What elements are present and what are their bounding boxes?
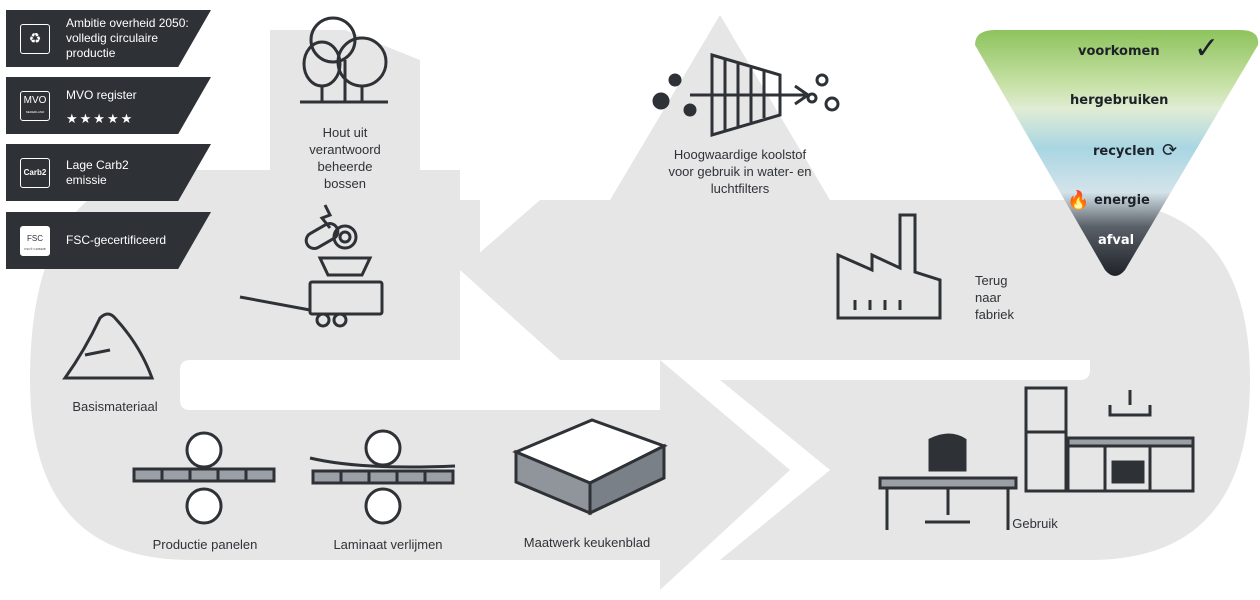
mvo-logo: MVO NEDERLAND: [20, 91, 50, 121]
recycle-icon: ♻: [20, 24, 50, 54]
hierarchy-energie: energie: [1094, 193, 1150, 208]
hierarchy-voorkomen: voorkomen: [1078, 44, 1160, 59]
maatwerk-label: Maatwerk keukenblad: [523, 535, 651, 550]
badge-text: Lage Carb2 emissie: [66, 158, 129, 187]
hierarchy-afval: afval: [1098, 233, 1135, 248]
carb2-logo: Carb2: [20, 158, 50, 188]
desk-icon: [878, 433, 1018, 530]
flame-icon: 🔥: [1067, 190, 1090, 210]
wood-chipper-icon: [239, 204, 384, 328]
badge-text: Ambitie overheid 2050: volledig circulai…: [66, 16, 189, 60]
badge-text: MVO register: [66, 88, 137, 102]
panel-press-icon: [132, 431, 276, 525]
laminaat-label: Laminaat verlijmen: [333, 537, 443, 552]
panelen-label: Productie panelen: [152, 537, 258, 552]
terug-label: Terug naar fabriek: [975, 273, 1015, 322]
carb2-logo-text: Carb2: [23, 168, 47, 177]
star-rating: ★★★★★: [66, 111, 135, 126]
trees-icon: [300, 16, 388, 104]
carbon-filter-icon: [652, 52, 840, 138]
badge-mvo: MVO NEDERLAND MVO register ★★★★★: [6, 77, 211, 134]
checkmark-icon: ✓: [1194, 32, 1220, 65]
factory-icon: [836, 213, 942, 320]
recycle-icon: ⟳: [1162, 140, 1178, 160]
fsc-logo-sub: FSC® C106328: [24, 247, 46, 251]
laminate-press-icon: [309, 429, 456, 525]
hout-label: Hout uit verantwoord beheerde bossen: [309, 125, 381, 191]
hierarchy-recyclen: recyclen: [1093, 144, 1155, 159]
countertop-icon: [512, 418, 668, 516]
mvo-logo-text: MVO: [23, 95, 47, 106]
kitchen-icon: [1024, 386, 1195, 493]
material-pile-icon: [62, 312, 155, 380]
koolstof-label: Hoogwaardige koolstof voor gebruik in wa…: [668, 147, 812, 196]
badge-fsc: FSC FSC® C106328 FSC-gecertificeerd: [6, 212, 211, 269]
fsc-logo: FSC FSC® C106328: [20, 226, 50, 256]
badge-carb2: Carb2 Lage Carb2 emissie: [6, 144, 211, 201]
mvo-logo-sub: NEDERLAND: [25, 110, 45, 114]
waste-hierarchy: [975, 30, 1259, 276]
fsc-logo-text: FSC: [27, 234, 43, 243]
badge-text: FSC-gecertificeerd: [66, 233, 167, 247]
badge-ambitie: ♻ Ambitie overheid 2050: volledig circul…: [6, 10, 211, 67]
basis-label: Basismateriaal: [72, 399, 158, 414]
hierarchy-hergebruiken: hergebruiken: [1070, 93, 1169, 108]
gebruik-label: Gebruik: [1012, 516, 1058, 531]
